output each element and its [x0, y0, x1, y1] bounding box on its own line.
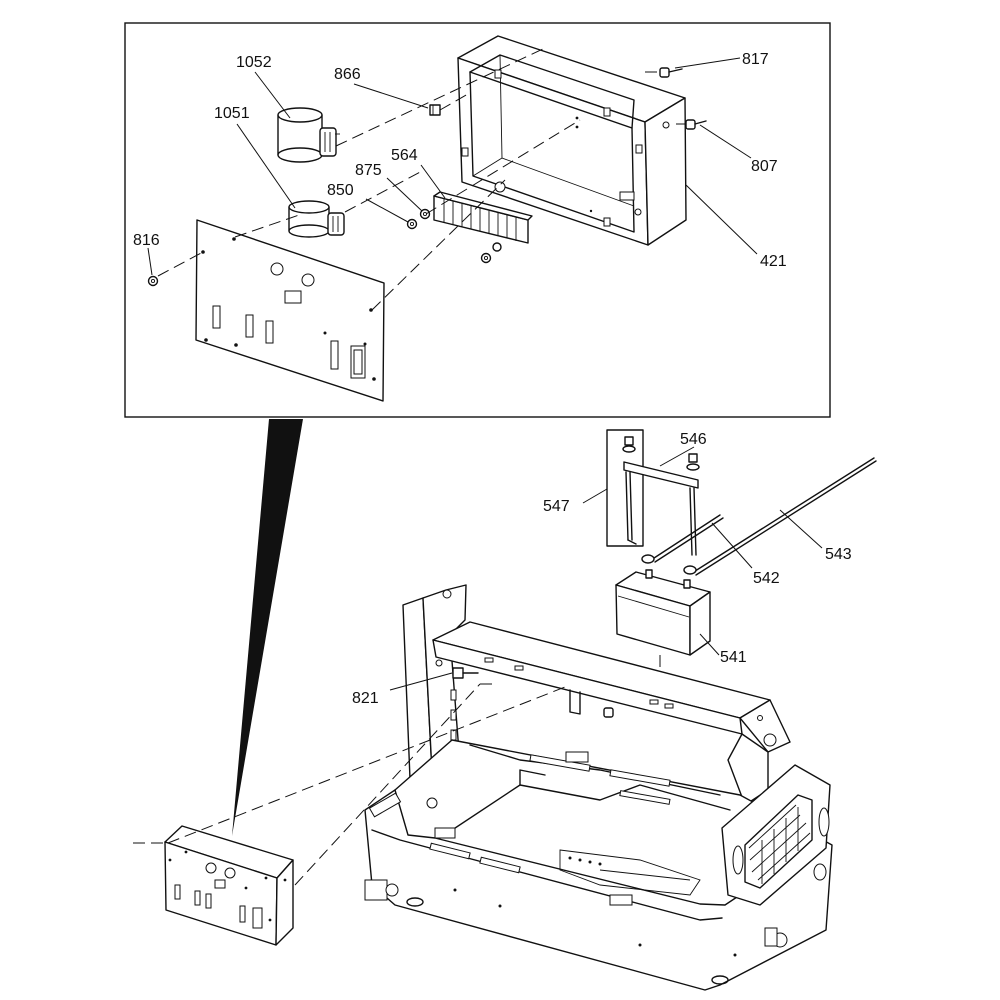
control-box-assembled [164, 825, 294, 946]
callout-543: 543 [825, 546, 852, 563]
battery-541 [615, 569, 711, 656]
callout-1052: 1052 [236, 54, 272, 71]
capacitor-1052 [277, 107, 340, 163]
lower-assembly-lines [133, 683, 566, 886]
callout-564: 564 [391, 147, 418, 164]
callout-421: 421 [760, 253, 787, 270]
vent-grille [721, 764, 831, 906]
callout-866: 866 [334, 66, 361, 83]
callout-547: 547 [543, 498, 570, 515]
bracket-821 [452, 667, 614, 718]
screw-817 [659, 67, 683, 78]
callout-875: 875 [355, 162, 382, 179]
detail-zoom-indicator [232, 419, 303, 836]
terminal-block-564 [433, 191, 533, 244]
callout-850: 850 [327, 182, 354, 199]
battery-cable-542 [641, 514, 724, 564]
capacitor-1051 [288, 200, 345, 238]
inset-leader-lines [147, 57, 758, 276]
nut-terminal [480, 242, 502, 264]
nut-875 [419, 208, 431, 220]
nut-816 [147, 275, 159, 287]
frame-top-bar [432, 621, 791, 806]
callout-541: 541 [720, 649, 747, 666]
enclosure-box-421 [457, 35, 687, 246]
callout-807: 807 [751, 158, 778, 175]
callout-821: 821 [352, 690, 379, 707]
callout-816: 816 [133, 232, 160, 249]
nut-850 [406, 218, 418, 230]
battery-hold-down-kit-547 [606, 429, 700, 556]
callout-542: 542 [753, 570, 780, 587]
battery-cable-543 [683, 457, 877, 576]
callout-817: 817 [742, 51, 769, 68]
lower-leader-lines [389, 446, 823, 691]
control-panel-plate [195, 219, 385, 402]
screw-807 [685, 119, 707, 130]
frame-base [364, 739, 833, 991]
callout-546: 546 [680, 431, 707, 448]
nut-866 [429, 104, 441, 116]
frame-upright [402, 584, 467, 780]
inset-assembly-lines [157, 47, 686, 311]
callout-1051: 1051 [214, 105, 250, 122]
